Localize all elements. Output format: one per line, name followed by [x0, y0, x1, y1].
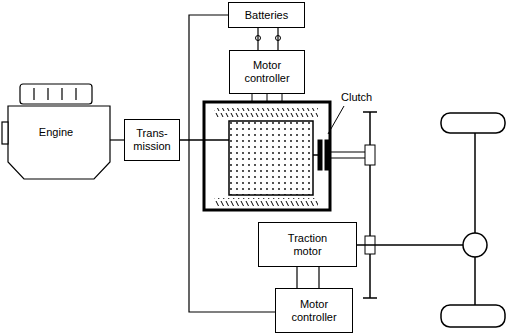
- wheel: [441, 305, 505, 327]
- traction-motor-box: Traction motor: [258, 222, 357, 267]
- controller-box: Motor controller: [275, 288, 353, 333]
- node-label: Motor controller: [234, 59, 300, 84]
- node-label: Batteries: [245, 9, 288, 22]
- input-shaft: [178, 139, 229, 141]
- clutch-plate: [318, 140, 322, 170]
- wire-connector: [257, 28, 258, 50]
- output-shaft: [329, 151, 366, 152]
- gear-shaft: [363, 111, 377, 113]
- leader-line: [328, 106, 344, 134]
- engine-block: Engine: [2, 82, 110, 182]
- node-label: Trans- mission: [129, 127, 175, 152]
- controller-box: Motor controller: [229, 50, 305, 94]
- gear: [365, 145, 375, 165]
- transmission-box: Trans- mission: [124, 119, 180, 161]
- motor-shaft: [357, 244, 463, 246]
- stator-winding: [214, 198, 318, 206]
- output-shaft: [329, 157, 366, 158]
- axle: [474, 133, 476, 305]
- differential: [463, 233, 487, 257]
- stator-winding: [214, 108, 318, 117]
- wire-connector: [110, 139, 124, 140]
- machine-housing: [204, 102, 330, 210]
- node-label: Traction motor: [280, 232, 335, 257]
- wire-connector: [296, 267, 297, 288]
- gear-shaft: [363, 297, 377, 299]
- rotor: [229, 121, 313, 195]
- battery-box: Batteries: [228, 2, 305, 28]
- node-label: Engine: [39, 126, 73, 139]
- wire-connector: [277, 28, 278, 50]
- part-label: Clutch: [340, 91, 373, 104]
- gear-shaft: [369, 112, 371, 298]
- wire-connector: [318, 267, 319, 288]
- wheel: [441, 113, 505, 133]
- clutch-plate: [325, 140, 329, 170]
- node-label: Motor controller: [280, 298, 348, 323]
